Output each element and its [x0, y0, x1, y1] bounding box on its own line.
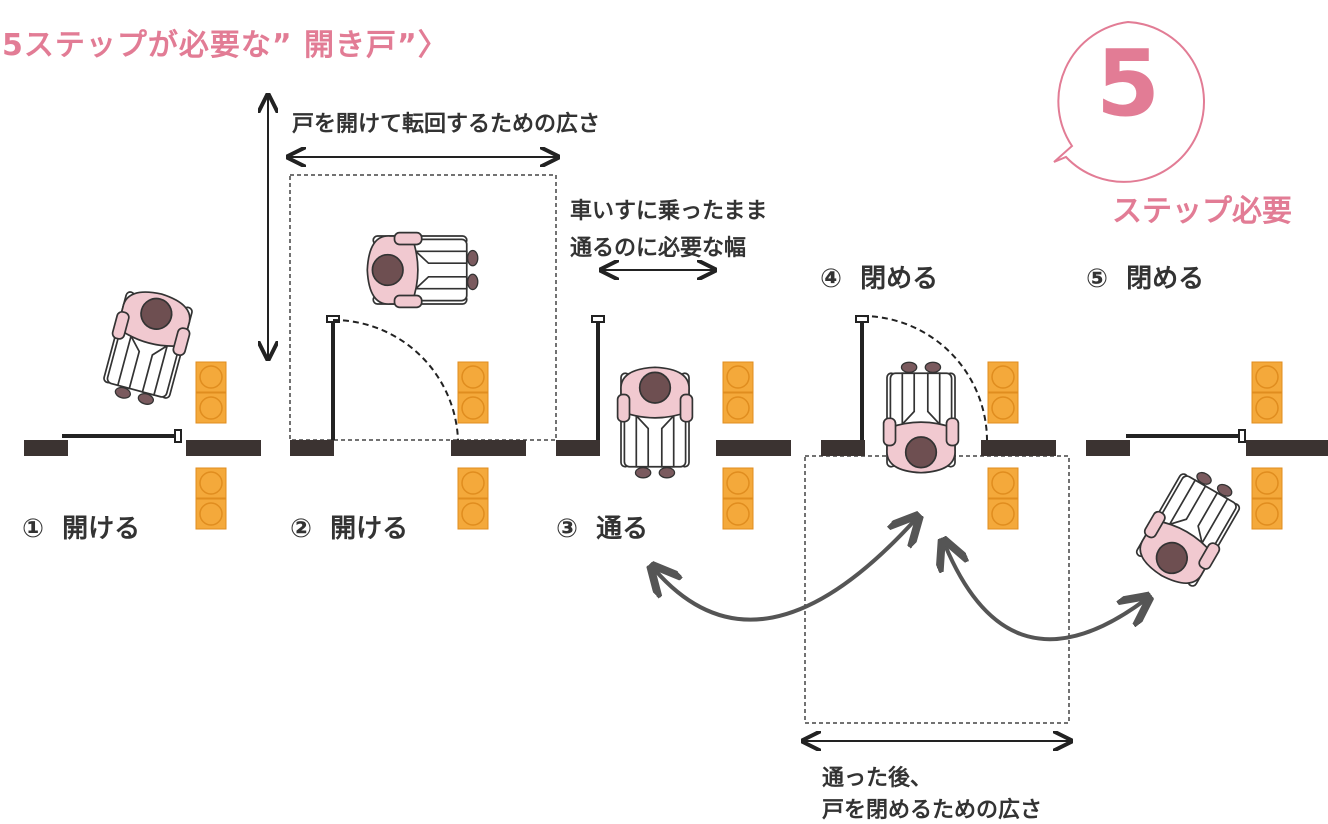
step-5-label: 閉める — [1126, 264, 1205, 294]
step-1: ① 開ける — [22, 508, 140, 545]
badge-number: 5 — [1095, 30, 1160, 137]
step-1-number: ① — [22, 514, 45, 544]
step-3: ③ 通る — [556, 508, 648, 545]
close-space-region — [804, 455, 1070, 724]
walls — [24, 440, 1328, 456]
step-4: ④ 閉める — [820, 258, 938, 295]
page-title: 5ステップが必要な” 開き戸”〉 — [2, 28, 449, 63]
wheelchair-user-3 — [616, 366, 694, 479]
step-count-badge — [1053, 20, 1205, 183]
close-space-label-line2: 戸を閉めるための広さ — [822, 798, 1043, 823]
wheelchair-user-1 — [96, 283, 199, 412]
step-2-number: ② — [290, 514, 313, 544]
step-3-label: 通る — [596, 514, 649, 544]
maneuver-arrow-2 — [945, 545, 1145, 642]
maneuver-arrow-1 — [655, 520, 915, 622]
wheelchair-user-4 — [882, 361, 960, 474]
turn-space-region — [289, 174, 557, 441]
pass-width-label-line2: 通るのに必要な幅 — [570, 236, 747, 261]
badge-caption: ステップ必要 — [1112, 194, 1292, 229]
step-4-number: ④ — [820, 264, 843, 294]
step-5: ⑤ 閉める — [1086, 258, 1204, 295]
turn-space-label: 戸を開けて転回するための広さ — [292, 112, 601, 137]
wheelchair-user-5 — [1128, 460, 1251, 596]
step-1-label: 開ける — [62, 514, 141, 544]
doors — [62, 315, 1246, 440]
door-swing-arc-2 — [332, 318, 459, 441]
close-space-label-line1: 通った後、 — [822, 766, 933, 791]
step-2-label: 開ける — [330, 514, 409, 544]
step-2: ② 開ける — [290, 508, 408, 545]
pass-width-label-line1: 車いすに乗ったまま — [570, 199, 768, 224]
step-3-number: ③ — [556, 514, 579, 544]
tactile-tiles — [195, 361, 1283, 530]
step-4-label: 閉める — [860, 264, 939, 294]
wheelchair-user-2 — [366, 231, 479, 309]
step-5-number: ⑤ — [1086, 264, 1109, 294]
